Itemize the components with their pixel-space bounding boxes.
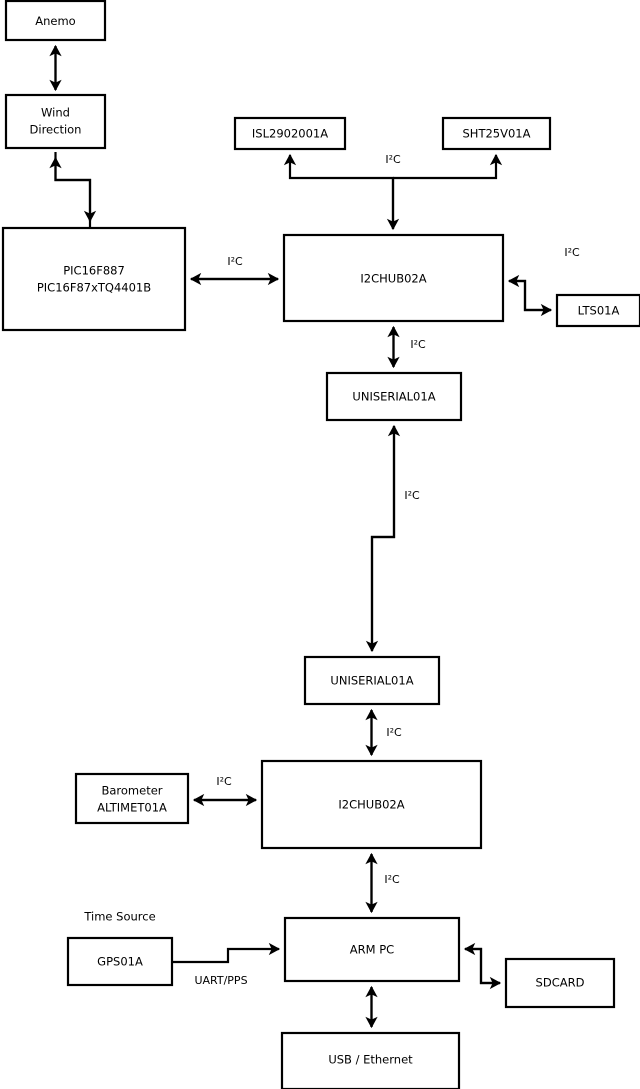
- node-i2chub02a-top[interactable]: I2CHUB02A: [282, 233, 505, 323]
- node-barometer-label-line2: ALTIMET01A: [97, 801, 167, 815]
- edge-arrow-to-lts01a: [509, 279, 553, 317]
- edge-label-i2c: I²C: [386, 726, 402, 739]
- node-uniserial01a-top-box[interactable]: [325, 371, 463, 422]
- edge-arrow-to-pic: [54, 152, 97, 223]
- time-source-label: Time Source: [83, 910, 155, 924]
- edge-arrow-to-sht25v01a: [393, 153, 503, 180]
- edge-label-i2c: I²C: [410, 338, 426, 351]
- node-uniserial01a-bottom-box[interactable]: [303, 655, 441, 706]
- edge-label-i2c: I²C: [384, 873, 400, 886]
- node-sht25v01a[interactable]: SHT25V01A: [441, 116, 552, 151]
- edge-layer: I²C I²C I²C I²C: [49, 44, 580, 1029]
- node-sdcard[interactable]: SDCARD: [504, 957, 616, 1009]
- node-uniserial01a-top-label: UNISERIAL01A: [352, 390, 435, 404]
- edge-label-i2c: I²C: [564, 246, 580, 259]
- node-i2chub02a-bottom-label: I2CHUB02A: [338, 798, 404, 812]
- node-pic-mcu-label-line1: PIC16F887: [63, 264, 125, 278]
- node-sht25v01a-label: SHT25V01A: [463, 127, 531, 141]
- edge-arrow-to-arm-pc: [172, 942, 281, 964]
- node-anemo[interactable]: Anemo: [4, 0, 107, 42]
- node-uniserial01a-bottom-label: UNISERIAL01A: [330, 674, 413, 688]
- node-arm-pc-box[interactable]: [283, 916, 461, 983]
- edge-i2chub02a-top-uniserial01a-top: I²C: [387, 325, 426, 369]
- node-i2chub02a-top-box[interactable]: [282, 233, 505, 323]
- node-usb-ethernet[interactable]: USB / Ethernet: [280, 1031, 461, 1089]
- node-pic-mcu-label-line2: PIC16F87xTQ4401B: [37, 281, 151, 295]
- edge-arrow-to-uniserial-bottom: [365, 426, 396, 653]
- node-gps01a[interactable]: GPS01A: [66, 936, 174, 987]
- node-lts01a[interactable]: LTS01A: [555, 293, 640, 328]
- node-wind-direction[interactable]: Wind Direction: [4, 93, 107, 150]
- node-isl2902001a-label: ISL2902001A: [252, 127, 328, 141]
- edge-gps01a-arm-pc: UART/PPS: [172, 942, 281, 987]
- edge-arrow-to-uniserial-top: [370, 424, 401, 651]
- node-i2chub02a-bottom-box[interactable]: [260, 759, 483, 850]
- node-uniserial01a-top[interactable]: UNISERIAL01A: [325, 371, 463, 422]
- free-label-layer: Time Source: [83, 910, 155, 924]
- edge-i2chub02a-bottom-arm-pc: I²C: [365, 852, 400, 914]
- edge-label-i2c: I²C: [404, 489, 420, 502]
- node-sht25v01a-box[interactable]: [441, 116, 552, 151]
- edge-i2chub02a-top-lts01a: I²C: [507, 246, 580, 317]
- node-i2chub02a-bottom[interactable]: I2CHUB02A: [260, 759, 483, 850]
- node-i2chub02a-top-label: I2CHUB02A: [360, 272, 426, 286]
- node-usb-ethernet-box[interactable]: [280, 1031, 461, 1089]
- node-anemo-box[interactable]: [4, 0, 107, 42]
- node-wind-direction-box[interactable]: [4, 93, 107, 150]
- node-pic-mcu-box[interactable]: [1, 226, 187, 332]
- edge-uniserial01a-top-uniserial01a-bottom: I²C: [365, 424, 420, 653]
- node-lts01a-box[interactable]: [555, 293, 640, 328]
- edge-label-i2c: I²C: [227, 255, 243, 268]
- edge-label-uart-pps: UART/PPS: [194, 974, 247, 987]
- edge-label-i2c: I²C: [216, 775, 232, 788]
- node-arm-pc-label: ARM PC: [350, 943, 394, 957]
- node-barometer-label-line1: Barometer: [101, 784, 162, 798]
- node-isl2902001a[interactable]: ISL2902001A: [233, 116, 347, 151]
- node-wind-direction-label-line2: Direction: [30, 123, 82, 137]
- edge-arrow-to-hub: [507, 274, 551, 312]
- edge-arrow-to-sdcard: [465, 947, 502, 990]
- node-pic-mcu[interactable]: PIC16F887 PIC16F87xTQ4401B: [1, 226, 187, 332]
- edge-arrow-to-wind-direction: [49, 156, 92, 227]
- edge-pic-i2chub02a-top: I²C: [189, 255, 280, 286]
- node-sdcard-box[interactable]: [504, 957, 616, 1009]
- node-gps01a-label: GPS01A: [97, 955, 143, 969]
- edge-arrow-to-isl2902001a: [283, 153, 395, 229]
- node-usb-ethernet-label: USB / Ethernet: [328, 1053, 413, 1067]
- edge-uniserial01a-bottom-i2chub02a-bottom: I²C: [365, 708, 402, 757]
- edge-label-i2c: I²C: [385, 153, 401, 166]
- node-isl2902001a-box[interactable]: [233, 116, 347, 151]
- node-sdcard-label: SDCARD: [536, 976, 585, 990]
- edge-arm-pc-sdcard: [463, 942, 502, 990]
- node-uniserial01a-bottom[interactable]: UNISERIAL01A: [303, 655, 441, 706]
- node-gps01a-box[interactable]: [66, 936, 174, 987]
- edge-barometer-i2chub02a-bottom: I²C: [192, 775, 258, 807]
- node-barometer[interactable]: Barometer ALTIMET01A: [74, 772, 190, 825]
- edge-i2chub02a-top-sensor-bus: I²C: [283, 153, 503, 231]
- node-barometer-box[interactable]: [74, 772, 190, 825]
- edge-arrow-to-arm-pc: [463, 942, 500, 985]
- node-wind-direction-label-line1: Wind: [41, 106, 70, 120]
- node-lts01a-label: LTS01A: [578, 304, 620, 318]
- node-anemo-label: Anemo: [35, 14, 75, 28]
- edge-wind-direction-pic: [49, 152, 97, 227]
- node-arm-pc[interactable]: ARM PC: [283, 916, 461, 983]
